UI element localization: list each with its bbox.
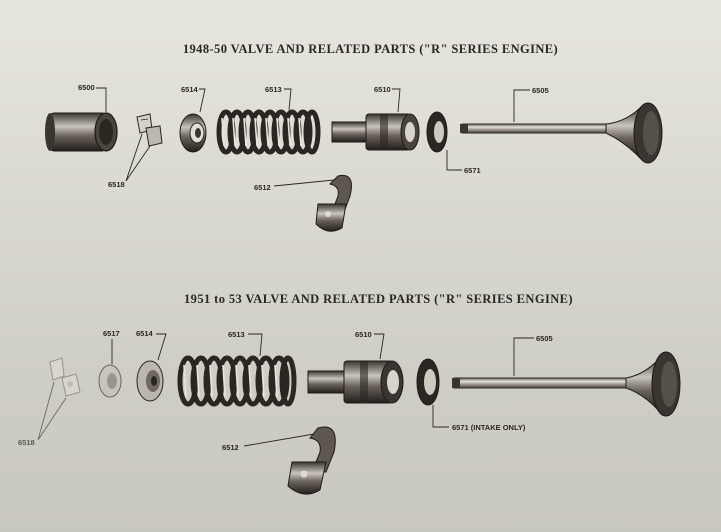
valve-6505 [460, 102, 663, 164]
valve-6505-bottom [452, 351, 681, 417]
valve-seal-6571 [426, 111, 448, 153]
top-diagram-title: 1948-50 VALVE AND RELATED PARTS ("R" SER… [182, 42, 559, 56]
top-diagram: 6500 6518 6514 [45, 83, 663, 232]
label-6518-bottom: 6518 [18, 438, 35, 447]
bottom-diagram-title: 1951 to 53 VALVE AND RELATED PARTS ("R" … [184, 292, 573, 306]
spring-retainer-6514 [179, 113, 207, 153]
spring-retainer-6514-bottom [136, 360, 164, 402]
valve-rotator-6510-bottom [307, 360, 404, 404]
valve-seal-6571-bottom [416, 358, 440, 406]
label-6500: 6500 [78, 83, 95, 92]
fork-6512 [315, 174, 352, 232]
label-6505: 6505 [532, 86, 549, 95]
label-6513: 6513 [265, 85, 282, 94]
label-6505-bottom: 6505 [536, 334, 553, 343]
bottom-diagram: 6518 6517 6514 [18, 329, 681, 495]
label-6513-bottom: 6513 [228, 330, 245, 339]
label-6510: 6510 [374, 85, 391, 94]
label-6517: 6517 [103, 329, 120, 338]
label-6514: 6514 [181, 85, 199, 94]
valve-spring-6513-bottom [177, 355, 297, 407]
valve-spring-6513 [216, 109, 321, 155]
label-6510-bottom: 6510 [355, 330, 372, 339]
label-6571: 6571 [464, 166, 481, 175]
label-6518: 6518 [108, 180, 125, 189]
label-6512: 6512 [254, 183, 271, 192]
label-6571-bottom: 6571 (INTAKE ONLY) [452, 423, 526, 432]
label-6512-bottom: 6512 [222, 443, 239, 452]
valve-keys-6518 [136, 113, 163, 147]
label-6514-bottom: 6514 [136, 329, 154, 338]
valve-keys-6518-faded [49, 357, 81, 397]
fork-6512-bottom [287, 426, 336, 495]
valve-rotator-6510 [331, 113, 420, 151]
part-6517 [98, 364, 122, 398]
tappet-6500 [45, 112, 118, 152]
